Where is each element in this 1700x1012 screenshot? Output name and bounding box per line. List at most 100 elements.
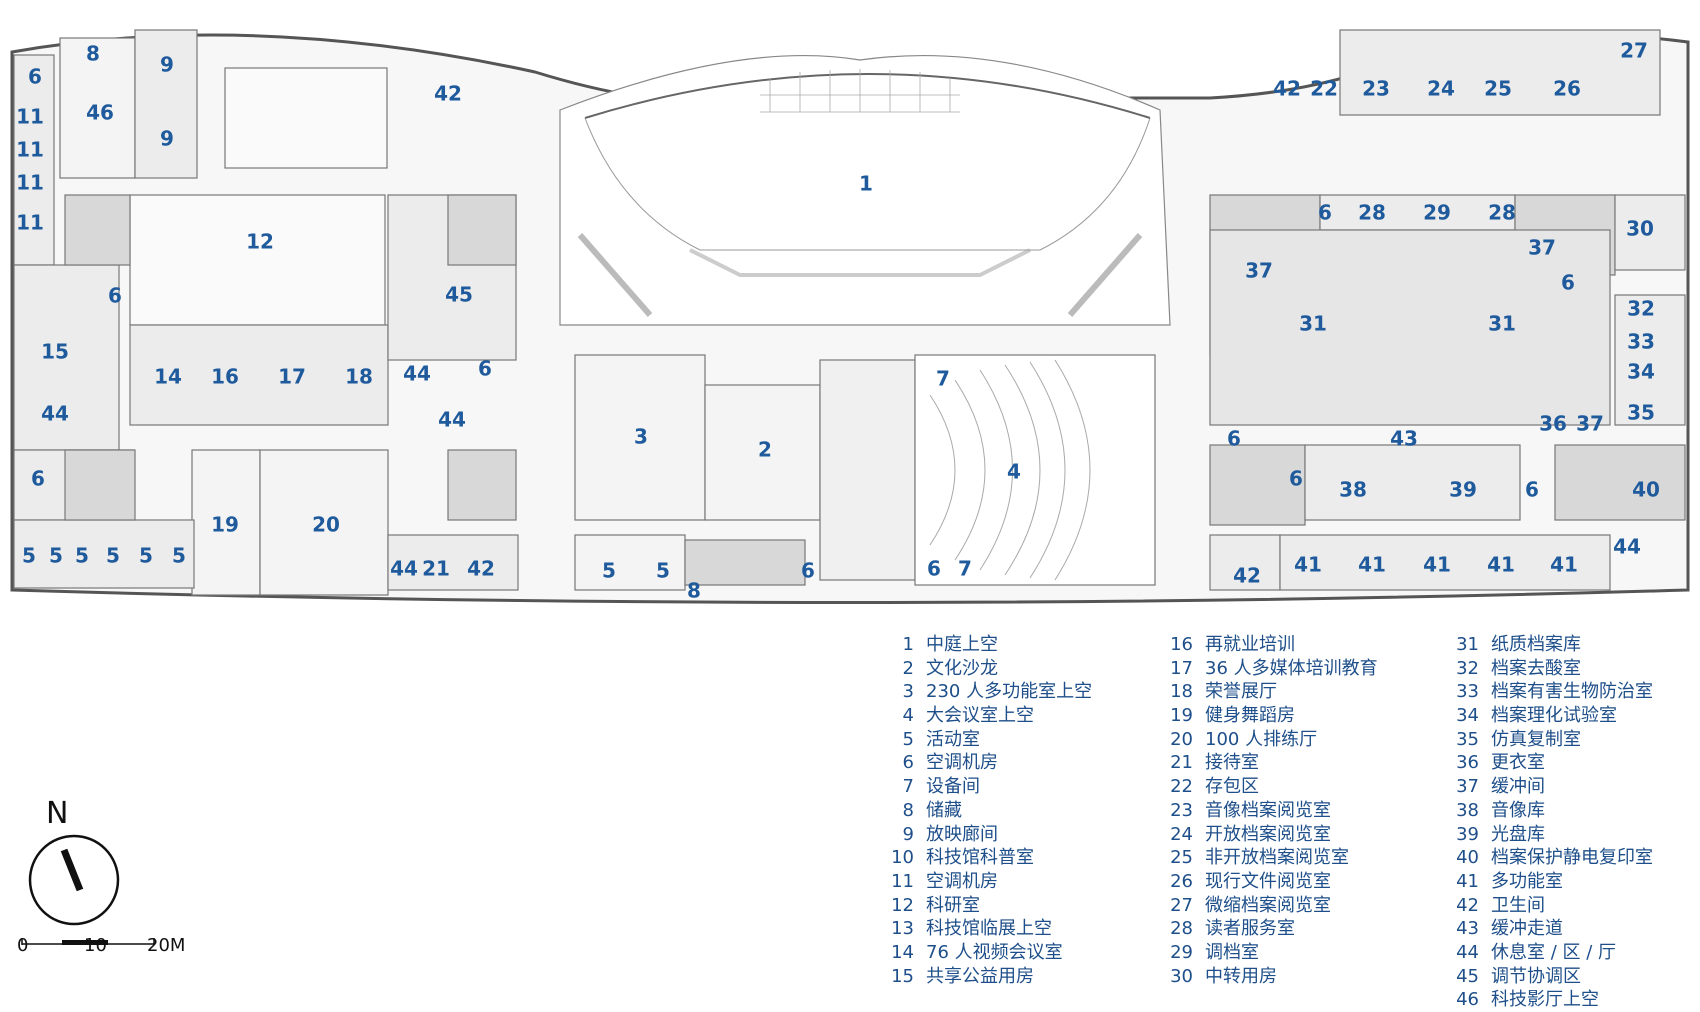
legend-name: 档案去酸室	[1491, 657, 1581, 679]
legend-number: 3	[902, 681, 914, 703]
plan-label: 24	[1427, 77, 1455, 101]
legend-number: 15	[891, 965, 914, 987]
legend-name: 开放档案阅览室	[1205, 823, 1331, 845]
legend-name: 储藏	[926, 799, 962, 821]
legend-name: 接待室	[1205, 752, 1259, 774]
scale-bar	[21, 938, 155, 945]
legend-number: 2	[902, 657, 914, 679]
plan-label: 32	[1627, 297, 1655, 321]
legend-number: 37	[1456, 776, 1479, 798]
legend-number: 13	[891, 918, 914, 940]
legend-name: 休息室 / 区 / 厅	[1491, 941, 1617, 963]
plan-label: 36	[1539, 412, 1567, 436]
plan-label: 6	[1318, 201, 1332, 225]
legend-name: 放映廊间	[926, 823, 998, 845]
plan-label: 2	[758, 438, 772, 462]
plan-label: 17	[278, 365, 306, 389]
plan-label: 6	[1561, 271, 1575, 295]
plan-label: 26	[1553, 77, 1581, 101]
plan-label: 6	[927, 557, 941, 581]
plan-label: 12	[246, 230, 274, 254]
plan-label: 25	[1484, 77, 1512, 101]
legend-name: 微缩档案阅览室	[1205, 894, 1331, 916]
legend-name: 大会议室上空	[926, 705, 1034, 727]
plan-label: 6	[1525, 478, 1539, 502]
plan-label: 6	[1227, 427, 1241, 451]
plan-label: 41	[1294, 553, 1322, 577]
plan-label: 35	[1627, 401, 1655, 425]
plan-label: 44	[41, 402, 69, 426]
legend-number: 39	[1456, 823, 1479, 845]
plan-label: 20	[312, 513, 340, 537]
scale-tick-10: 10	[84, 935, 107, 956]
plan-label: 19	[211, 513, 239, 537]
legend-name: 科技馆临展上空	[926, 918, 1052, 940]
north-arrow-icon	[28, 834, 120, 926]
legend-number: 11	[891, 870, 914, 892]
legend-number: 10	[891, 847, 914, 869]
legend-number: 43	[1456, 918, 1479, 940]
plan-label: 11	[16, 171, 44, 195]
legend-name: 更衣室	[1491, 752, 1545, 774]
plan-label: 5	[75, 544, 89, 568]
legend-number: 41	[1456, 870, 1479, 892]
legend-name: 100 人排练厅	[1205, 728, 1318, 750]
legend-item: 2 文化沙龙	[886, 657, 1092, 681]
plan-label: 41	[1423, 553, 1451, 577]
plan-label: 5	[49, 544, 63, 568]
legend-name: 缓冲走道	[1491, 918, 1563, 940]
legend-number: 20	[1170, 728, 1193, 750]
plan-label: 6	[108, 284, 122, 308]
plan-label: 44	[403, 362, 431, 386]
legend-number: 17	[1170, 657, 1193, 679]
plan-label: 9	[160, 127, 174, 151]
plan-label: 4	[1007, 460, 1021, 484]
legend-item: 44 休息室 / 区 / 厅	[1451, 941, 1653, 965]
floor-plan: 1 2 3 4 5 5 5 5 5 5 5 5 6 6 6 6 6 6 6 6 …	[10, 29, 1690, 604]
legend-number: 5	[902, 728, 914, 750]
plan-label: 9	[160, 53, 174, 77]
legend-number: 44	[1456, 941, 1479, 963]
legend-number: 42	[1456, 894, 1479, 916]
legend-name: 仿真复制室	[1491, 728, 1581, 750]
legend-name: 缓冲间	[1491, 776, 1545, 798]
plan-label: 28	[1488, 201, 1516, 225]
legend-name: 健身舞蹈房	[1205, 705, 1295, 727]
scale-tick-0: 0	[17, 935, 29, 956]
legend-item: 37 缓冲间	[1451, 775, 1653, 799]
legend-item: 39 光盘库	[1451, 823, 1653, 847]
legend-name: 中转用房	[1205, 965, 1277, 987]
legend-name: 调档室	[1205, 941, 1259, 963]
legend-number: 36	[1456, 752, 1479, 774]
plan-label: 42	[1233, 564, 1261, 588]
plan-label: 42	[1273, 77, 1301, 101]
legend-name: 光盘库	[1491, 823, 1545, 845]
legend-number: 9	[902, 823, 914, 845]
legend-name: 76 人视频会议室	[926, 941, 1063, 963]
legend-name: 文化沙龙	[926, 657, 998, 679]
legend-name: 存包区	[1205, 776, 1259, 798]
legend-name: 共享公益用房	[926, 965, 1034, 987]
plan-label: 44	[1613, 535, 1641, 559]
plan-label: 6	[801, 559, 815, 583]
